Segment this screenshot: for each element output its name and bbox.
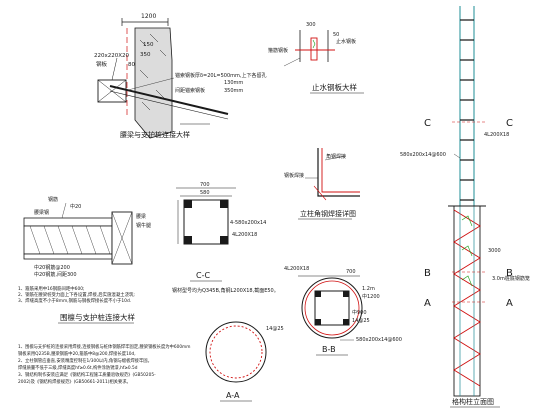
waler-size-label: 220x220X20 <box>94 53 130 59</box>
cc-section-label: C-C <box>196 271 210 280</box>
aa-pile-circle <box>205 321 267 383</box>
anchor-detail-title: 腰梁与支护桩连接大样 <box>120 130 190 139</box>
waterstop-title: 止水钢板大样 <box>312 82 357 92</box>
elev-mark-b-left: B <box>424 268 431 279</box>
notes-line-6: 2002)及《钢结构焊接规范》(GB50661-2011)相关要求。 <box>18 378 131 385</box>
waler-web <box>23 225 113 255</box>
soil-hatch <box>139 33 167 111</box>
waler-label-7: 中20钢筋,间距300 <box>34 271 77 278</box>
cc-plate-label: 4-580x200x14 <box>230 220 266 226</box>
pile-cage <box>453 205 481 397</box>
waler-label-5: 钢牛腿 <box>136 222 151 229</box>
waterstop-top-label: 止水钢板 <box>336 38 356 45</box>
bb-dim-1200: 中1200 <box>362 293 380 300</box>
plate-size-label: 80 <box>128 62 135 68</box>
section-cc: 700 580 4-580x200x14 4L200X18 C-C 钢材型号均为… <box>172 182 279 294</box>
cc-dim-580: 580 <box>200 190 210 196</box>
bb-section-label: B-B <box>322 345 336 354</box>
elev-plate-label: 580x200x14@600 <box>400 152 446 158</box>
waler-plate-top <box>23 217 113 227</box>
bb-plate-label: 14@25 <box>352 318 370 324</box>
anchor-cable <box>109 85 229 115</box>
bb-angle-label: 4L200X18 <box>284 266 309 272</box>
notes-line-5: 3、钢结构制作安装应满足《钢结构工程施工质量验收规范》(GB50205- <box>18 371 156 378</box>
anchor-plate-note: 锚索钢板厚δ=20L=500mm,上下各留孔 <box>175 72 266 79</box>
column-label-a: 角钢焊接 <box>326 153 346 160</box>
cc-angle-label: 4L200X18 <box>232 232 257 238</box>
pile-cage-spiral <box>453 209 481 387</box>
waterstop-detail: 300 50 止水钢板 箍筋钢板 止水钢板大样 <box>268 22 364 94</box>
notes-line-3: 2、立柱钢管应垂直,安装精度控制在1/300以内,角钢与缀板焊接牢固。 <box>18 357 152 364</box>
notes-line-4: 焊缝质量不低于三级,焊缝高度hf≥0.6t,构件涂防锈漆,hf≥0.5d <box>18 364 138 371</box>
column-label-b: 钢板焊接 <box>284 172 304 179</box>
aa-section-label: A-A <box>226 391 240 400</box>
waterstop-dim-50: 50 <box>333 32 339 38</box>
notes-line-2: 钢板采用Q235B,腰梁钢筋中20,箍筋中8@200,焊接长度10d, <box>18 350 136 357</box>
waler-note-3: 3、焊缝高度不小于8mm,钢筋与钢板焊接长度不小于10d. <box>18 297 131 304</box>
plate-label: 钢板 <box>96 60 108 68</box>
waler-note-2: 2、钢筋在腰梁桩受力面上下各设置,焊接,后实施混凝土浇筑; <box>18 291 135 298</box>
elev-title: 格构柱立面图 <box>452 397 494 406</box>
dim-150-label: 150 <box>143 42 154 48</box>
dim-130-label: 130mm <box>224 80 243 86</box>
retaining-pile-body <box>134 27 173 139</box>
waler-hatch <box>29 225 111 255</box>
waler-pile-title: 围檩与支护桩连接大样 <box>60 312 135 322</box>
column-elevation: C C 4L200X18 580x200x14@600 3000 3.0m桩底钢… <box>400 6 530 408</box>
waler-label-4: 腰梁 <box>136 213 146 220</box>
cc-dim-700: 700 <box>200 182 210 188</box>
elev-angle-label: 4L200X18 <box>484 132 509 138</box>
waler-label-2: 中20 <box>70 203 81 210</box>
bb-dim-900: 中900 <box>352 309 367 316</box>
general-notes: 1、围檩与支护桩的连接采用焊接,连接钢板与桩体钢筋焊牢固定,腰梁钢板长度为中60… <box>18 343 190 385</box>
elev-dim-3000: 3000 <box>488 248 501 254</box>
elev-mark-b-right: B <box>506 268 513 279</box>
dim-350-label: 350mm <box>224 88 243 94</box>
waler-label-3: 腰梁钢 <box>34 209 49 216</box>
waler-pile-detail: 钢筋 中20 腰梁钢 腰梁 钢牛腿 中20钢筋@200 中20钢筋,间距300 … <box>18 196 151 324</box>
column-weld-detail: 角钢焊接 钢板焊接 立柱角钢焊接详图 <box>284 148 360 220</box>
waterstop-plate <box>310 37 318 61</box>
waler-note-1: 1、箍筋采用中16钢筋间距中600; <box>18 285 85 292</box>
column-weld-title: 立柱角钢焊接详图 <box>300 209 356 218</box>
notes-line-1: 1、围檩与支护桩的连接采用焊接,连接钢板与桩体钢筋焊牢固定,腰梁钢板长度为中60… <box>18 343 190 350</box>
waler-label-1: 钢筋 <box>48 196 58 203</box>
bb-dim-12m: 1.2m <box>362 286 375 292</box>
angle-weld-profile <box>317 148 360 197</box>
waler-plate-bottom <box>23 253 113 260</box>
dim-350-top: 350 <box>140 52 151 58</box>
section-aa: 14@25 A-A <box>205 321 284 402</box>
bb-dim-700: 700 <box>346 269 356 275</box>
bb-plate2-label: 580x200x14@600 <box>356 337 402 343</box>
anchor-note-2: 间距锚索钢板 <box>175 87 205 94</box>
section-bb: 4L200X18 700 中1200 1.2m 14@25 中900 580x2… <box>284 266 402 356</box>
dim-1200-label: 1200 <box>141 13 156 20</box>
elev-mark-c-left: C <box>424 118 431 129</box>
aa-bars-label: 14@25 <box>266 326 284 332</box>
elev-pile-label: 3.0m桩底钢筋笼 <box>492 275 530 282</box>
column-batten-plates <box>460 19 474 201</box>
aa-rebar-ring <box>209 325 263 379</box>
waterstop-left-label: 箍筋钢板 <box>268 47 288 54</box>
waterstop-dim-300: 300 <box>306 22 316 28</box>
waler-label-6: 中20钢筋@200 <box>34 264 70 271</box>
elev-mark-a-left: A <box>424 298 431 309</box>
anchor-detail: 1200 220x220X20 钢板 80 锚索钢板厚δ=20L=500mm,上… <box>94 13 266 139</box>
elev-mark-a-right: A <box>506 298 513 309</box>
elev-mark-c-right: C <box>506 118 513 129</box>
cc-note: 钢材型号均为Q345B,角钢L200X18,截面E50。 <box>172 287 279 294</box>
